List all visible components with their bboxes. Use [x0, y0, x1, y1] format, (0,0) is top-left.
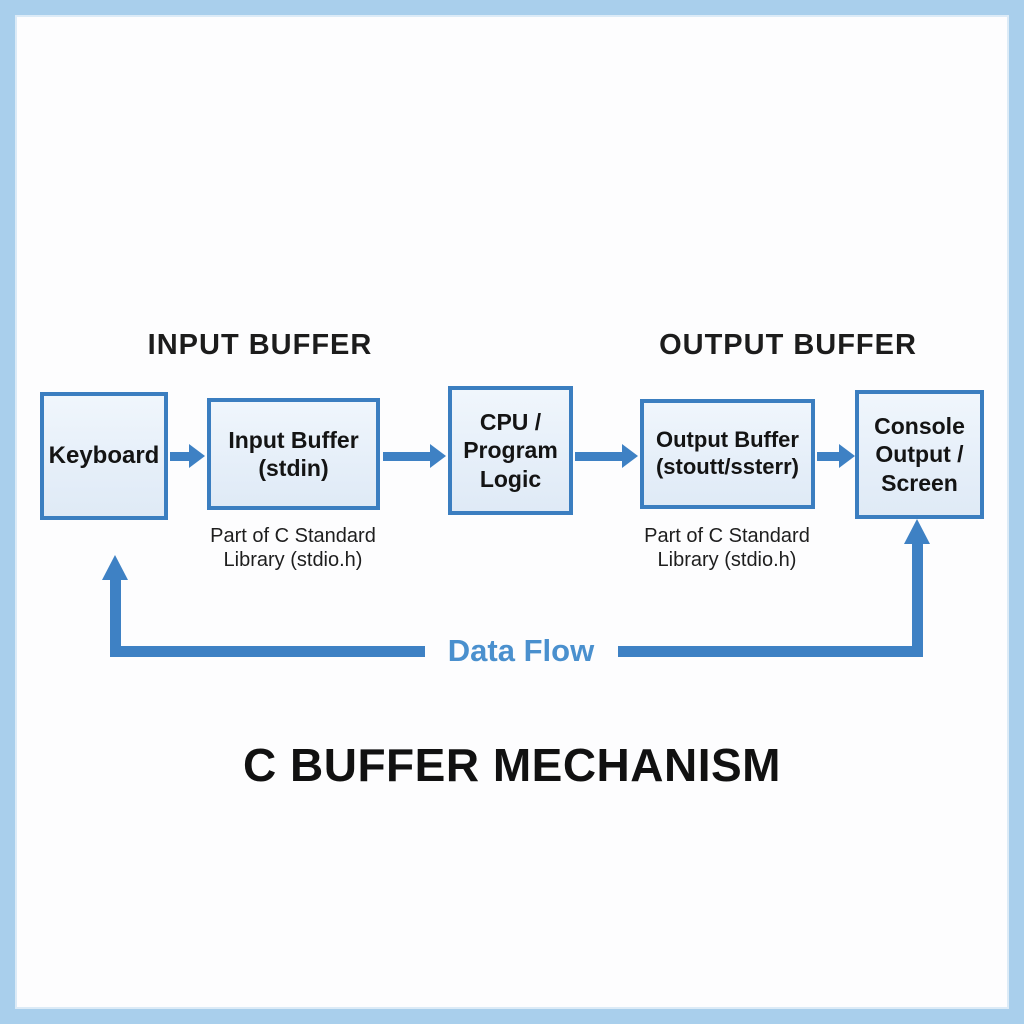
- arrow-right-icon: [170, 444, 205, 468]
- data-flow-line-left-horizontal: [110, 646, 425, 657]
- node-console-output-label: Console Output / Screen: [874, 413, 965, 496]
- arrow-right-icon: [575, 444, 638, 468]
- arrow-head: [189, 444, 205, 468]
- diagram-canvas: INPUT BUFFER OUTPUT BUFFER Keyboard Inpu…: [15, 15, 1009, 1009]
- caption-output-buffer: Part of C Standard Library (stdio.h): [644, 525, 810, 571]
- data-flow-label: Data Flow: [447, 633, 595, 668]
- arrow-up-icon: [102, 555, 128, 580]
- arrow-head: [430, 444, 446, 468]
- arrow-shaft: [575, 451, 622, 461]
- node-keyboard-label: Keyboard: [48, 442, 160, 470]
- node-input-buffer-label: Input Buffer (stdin): [228, 426, 359, 481]
- arrow-shaft: [817, 451, 839, 461]
- arrow-shaft: [170, 451, 189, 461]
- node-output-buffer-label: Output Buffer (stoutt/ssterr): [655, 427, 799, 479]
- arrow-head: [839, 444, 855, 468]
- input-buffer-heading: INPUT BUFFER: [147, 329, 373, 361]
- data-flow-line-left-vertical: [110, 578, 121, 657]
- arrow-right-icon: [383, 444, 446, 468]
- output-buffer-heading: OUTPUT BUFFER: [659, 329, 917, 361]
- data-flow-line-right-horizontal: [618, 646, 923, 657]
- node-input-buffer: Input Buffer (stdin): [207, 398, 380, 510]
- node-output-buffer: Output Buffer (stoutt/ssterr): [640, 399, 815, 509]
- node-cpu-label: CPU / Program Logic: [463, 409, 558, 492]
- arrow-shaft: [383, 451, 430, 461]
- diagram-title: C BUFFER MECHANISM: [243, 739, 781, 791]
- arrow-head: [622, 444, 638, 468]
- arrow-up-icon: [904, 519, 930, 544]
- arrow-right-icon: [817, 444, 855, 468]
- data-flow-line-right-vertical: [912, 542, 923, 657]
- caption-input-buffer: Part of C Standard Library (stdio.h): [210, 525, 376, 571]
- node-cpu: CPU / Program Logic: [448, 386, 573, 515]
- node-console-output: Console Output / Screen: [855, 390, 984, 519]
- node-keyboard: Keyboard: [40, 392, 168, 520]
